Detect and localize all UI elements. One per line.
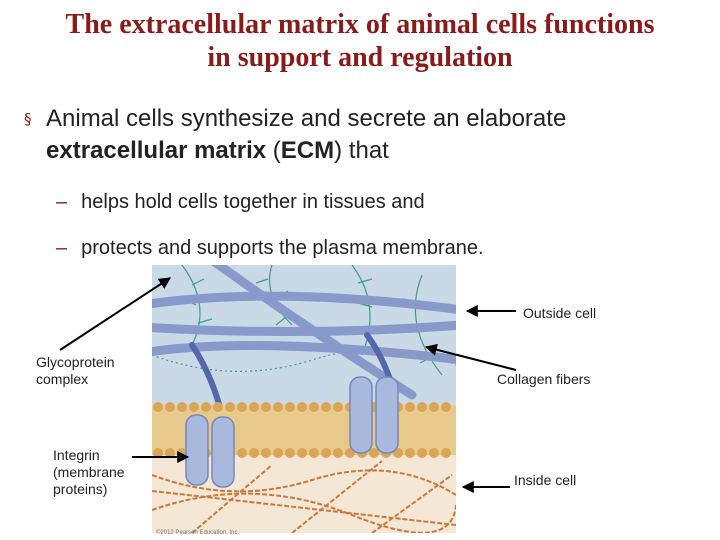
- sub-bullet-dash: –: [56, 237, 68, 259]
- integrin-proteins: [185, 376, 399, 488]
- label-integrin-line-3: proteins): [53, 481, 108, 497]
- label-inside-cell: Inside cell: [514, 472, 577, 488]
- label-glyco-line-2: complex: [36, 371, 89, 387]
- close-paren: ) that: [334, 137, 389, 164]
- label-integrin: Integrin (membrane proteins): [53, 447, 125, 498]
- ecm-illustration: [152, 265, 456, 533]
- slide-title: The extracellular matrix of animal cells…: [0, 8, 720, 74]
- label-integrin-line-2: (membrane: [53, 464, 125, 480]
- bullet-marker: §: [24, 110, 32, 128]
- main-bullet: § Animal cells synthesize and secrete an…: [24, 103, 704, 167]
- sub-bullet-1: –helps hold cells together in tissues an…: [56, 191, 425, 214]
- term-ecm-full: extracellular matrix: [46, 137, 267, 164]
- sub-bullet-2: –protects and supports the plasma membra…: [56, 237, 484, 260]
- label-integrin-line-1: Integrin: [53, 447, 100, 463]
- label-glyco-line-1: Glycoprotein: [36, 354, 115, 370]
- sub-bullet-dash: –: [56, 191, 68, 213]
- copyright-credit: ©2012 Pearson Education, Inc.: [156, 530, 240, 536]
- title-line-2: in support and regulation: [207, 42, 513, 73]
- sub-bullet-text: protects and supports the plasma membran…: [81, 237, 484, 259]
- microfilaments: [152, 460, 456, 533]
- label-glycoprotein-complex: Glycoprotein complex: [36, 354, 115, 388]
- label-collagen-fibers: Collagen fibers: [497, 371, 591, 387]
- bullet-line-1: Animal cells synthesize and secrete an e…: [46, 105, 567, 132]
- ecm-diagram: [152, 265, 456, 533]
- title-line-1: The extracellular matrix of animal cells…: [65, 9, 655, 40]
- sub-bullet-text: helps hold cells together in tissues and: [81, 191, 425, 213]
- bullet-line-2: extracellular matrix (ECM) that: [24, 135, 704, 167]
- term-ecm-abbrev: ECM: [280, 137, 335, 164]
- collagen-fibers: [152, 265, 456, 400]
- label-outside-cell: Outside cell: [523, 305, 597, 321]
- open-paren: (: [266, 137, 281, 164]
